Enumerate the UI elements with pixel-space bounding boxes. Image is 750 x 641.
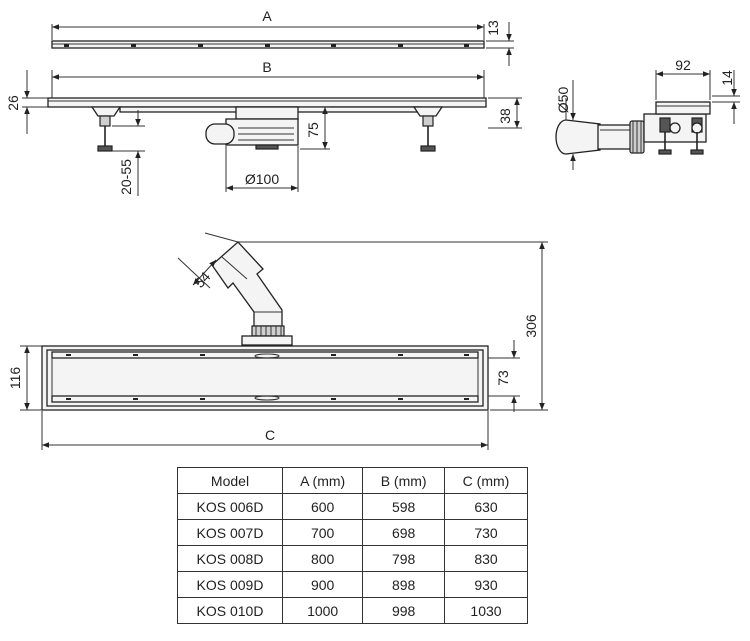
table-cell: 600 [281,493,364,520]
dimension-b-label: B [262,59,271,75]
table-cell: 900 [281,571,364,598]
siphon-side-view [555,101,711,155]
header-b: B (mm) [362,467,445,494]
dimension-73: 73 [488,340,520,412]
dimension-92-label: 92 [675,57,691,73]
dimension-75-label: 75 [305,122,321,138]
table-cell: 930 [443,571,529,598]
table-cell: 630 [443,493,529,520]
dimension-20-55-label: 20-55 [118,159,134,195]
channel-side-view [47,97,487,152]
table-cell: 700 [281,519,364,546]
dimension-b: B [51,59,485,98]
dimension-50-label: Ø50 [555,87,571,114]
dimension-54-label: 54 [191,268,213,290]
dimension-50: Ø50 [555,80,576,170]
table-cell: 798 [362,545,445,572]
dimension-73-label: 73 [495,370,511,386]
table-cell: KOS 010D [177,597,283,624]
dimension-306: 306 [238,241,548,411]
table-cell: 830 [443,545,529,572]
dimension-75: 75 [300,106,330,150]
table-cell: 998 [362,597,445,624]
table-row: KOS 007D 700 698 730 [177,519,529,546]
header-model: Model [177,467,283,494]
table-row: KOS 009D 900 898 930 [177,571,529,598]
table-cell: 698 [362,519,445,546]
table-cell: 730 [443,519,529,546]
dimension-38-label: 38 [497,108,513,124]
model-dimensions-table: Model A (mm) B (mm) C (mm) KOS 006D 600 … [177,467,529,624]
dimension-20-55: 20-55 [112,110,145,196]
dimension-26: 26 [5,70,48,134]
grate-top-view [51,40,485,49]
table-header-row: Model A (mm) B (mm) C (mm) [177,467,529,494]
dimension-306-label: 306 [523,314,539,338]
table-row: KOS 010D 1000 998 1030 [177,597,529,624]
table-cell: KOS 009D [177,571,283,598]
table-cell: KOS 008D [177,545,283,572]
dimension-14: 14 [712,70,740,124]
table-cell: 1030 [443,597,529,624]
dimension-116-label: 116 [7,367,23,390]
dimension-14-label: 14 [719,70,735,86]
table-row: KOS 008D 800 798 830 [177,545,529,572]
table-cell: KOS 006D [177,493,283,520]
dimension-c: C [41,411,489,450]
dimension-a-label: A [262,8,272,24]
dimension-100-label: Ø100 [245,171,279,187]
dimension-13: 13 [485,20,514,66]
header-c: C (mm) [443,467,529,494]
dimension-38: 38 [488,97,522,129]
channel-plan-view [41,345,489,411]
dimension-116: 116 [7,345,42,411]
table-cell: 800 [281,545,364,572]
dimension-c-label: C [265,427,275,443]
dimension-13-label: 13 [485,20,501,36]
drain-outlet-elbow [211,241,293,346]
dimension-26-label: 26 [5,95,21,111]
table-row: KOS 006D 600 598 630 [177,493,529,520]
dimension-100: Ø100 [225,146,299,192]
table-cell: 598 [362,493,445,520]
dimension-92: 92 [655,57,711,100]
table-cell: 898 [362,571,445,598]
header-a: A (mm) [281,467,364,494]
table-cell: 1000 [281,597,364,624]
dimension-a: A [51,8,485,40]
table-cell: KOS 007D [177,519,283,546]
